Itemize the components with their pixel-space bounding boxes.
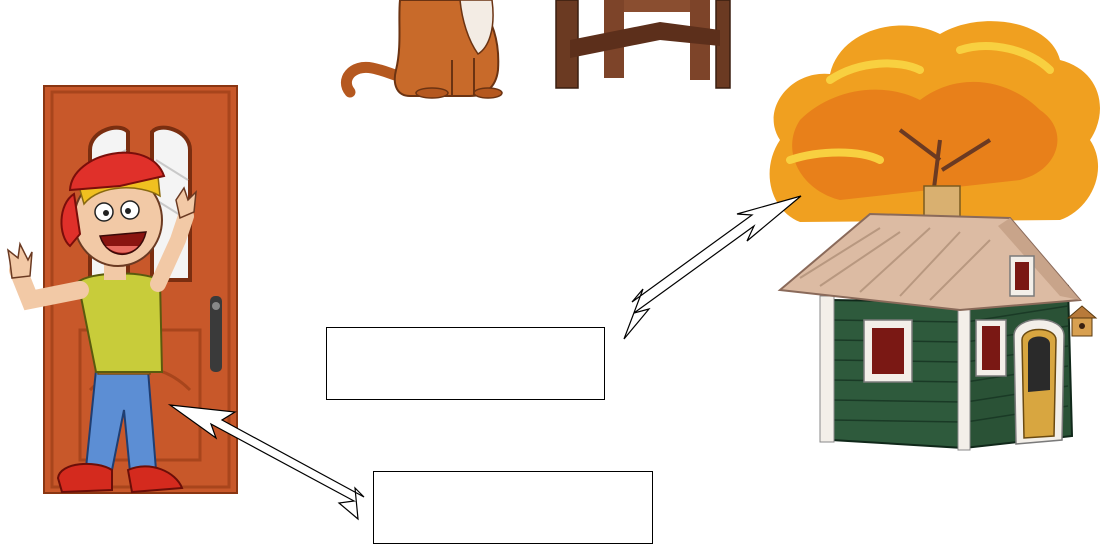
house-icon [780, 186, 1096, 450]
answer-box-top[interactable] [326, 327, 605, 400]
cat-icon [346, 0, 502, 98]
answer-box-bottom[interactable] [373, 471, 653, 544]
arrow-to-house-icon [624, 196, 801, 339]
chair-icon [556, 0, 730, 88]
